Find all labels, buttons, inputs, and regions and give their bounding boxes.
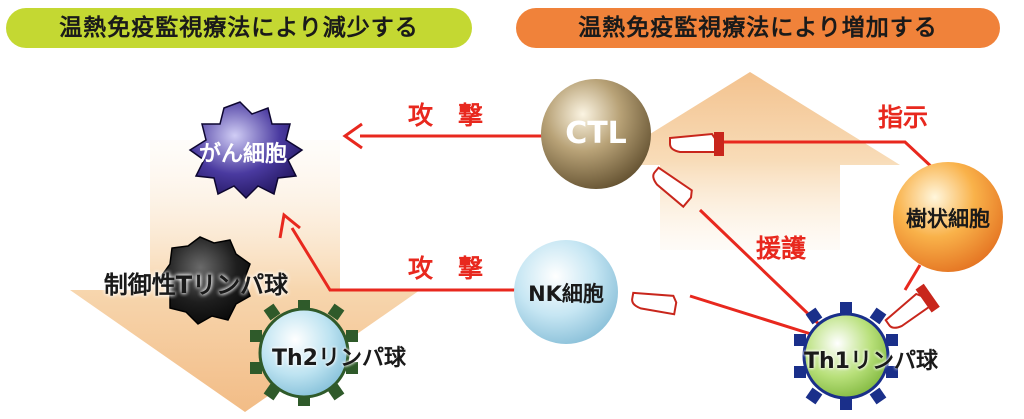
th2-cell-icon xyxy=(250,300,358,406)
ctl-label: CTL xyxy=(565,116,627,151)
decrease-header: 温熱免疫監視療法により減少する xyxy=(6,8,472,48)
pointer-hand-icon xyxy=(631,291,678,316)
increase-arrow-shape xyxy=(600,72,900,250)
attack-label-top: 攻 撃 xyxy=(408,101,484,130)
treg-cell-icon xyxy=(159,236,251,325)
instruct-label: 指示 xyxy=(878,103,929,132)
nk-cell-icon xyxy=(514,240,618,344)
increase-header: 温熱免疫監視療法により増加する xyxy=(516,8,1000,48)
pointer-hand-icon xyxy=(669,132,724,156)
dendritic-cell-icon xyxy=(893,162,1003,272)
ctl-cell-icon xyxy=(541,79,651,189)
th1-cell-icon xyxy=(794,302,898,410)
cancer-cell-icon xyxy=(188,101,304,200)
cancer-cell-label: がん細胞 xyxy=(198,142,287,167)
nk-cell-label: NK細胞 xyxy=(528,282,604,306)
attack-label-bottom: 攻 撃 xyxy=(408,254,484,283)
th2-label: Th2リンパ球 xyxy=(272,346,406,371)
attack-lines xyxy=(278,122,937,342)
dendritic-cell-label: 樹状細胞 xyxy=(906,207,990,231)
treg-label: 制御性Tリンパ球 xyxy=(103,271,289,299)
pointer-hand-icon xyxy=(884,283,940,329)
support-label: 援護 xyxy=(756,234,807,263)
pointer-hand-icon xyxy=(652,166,693,209)
th1-label: Th1リンパ球 xyxy=(804,349,938,374)
